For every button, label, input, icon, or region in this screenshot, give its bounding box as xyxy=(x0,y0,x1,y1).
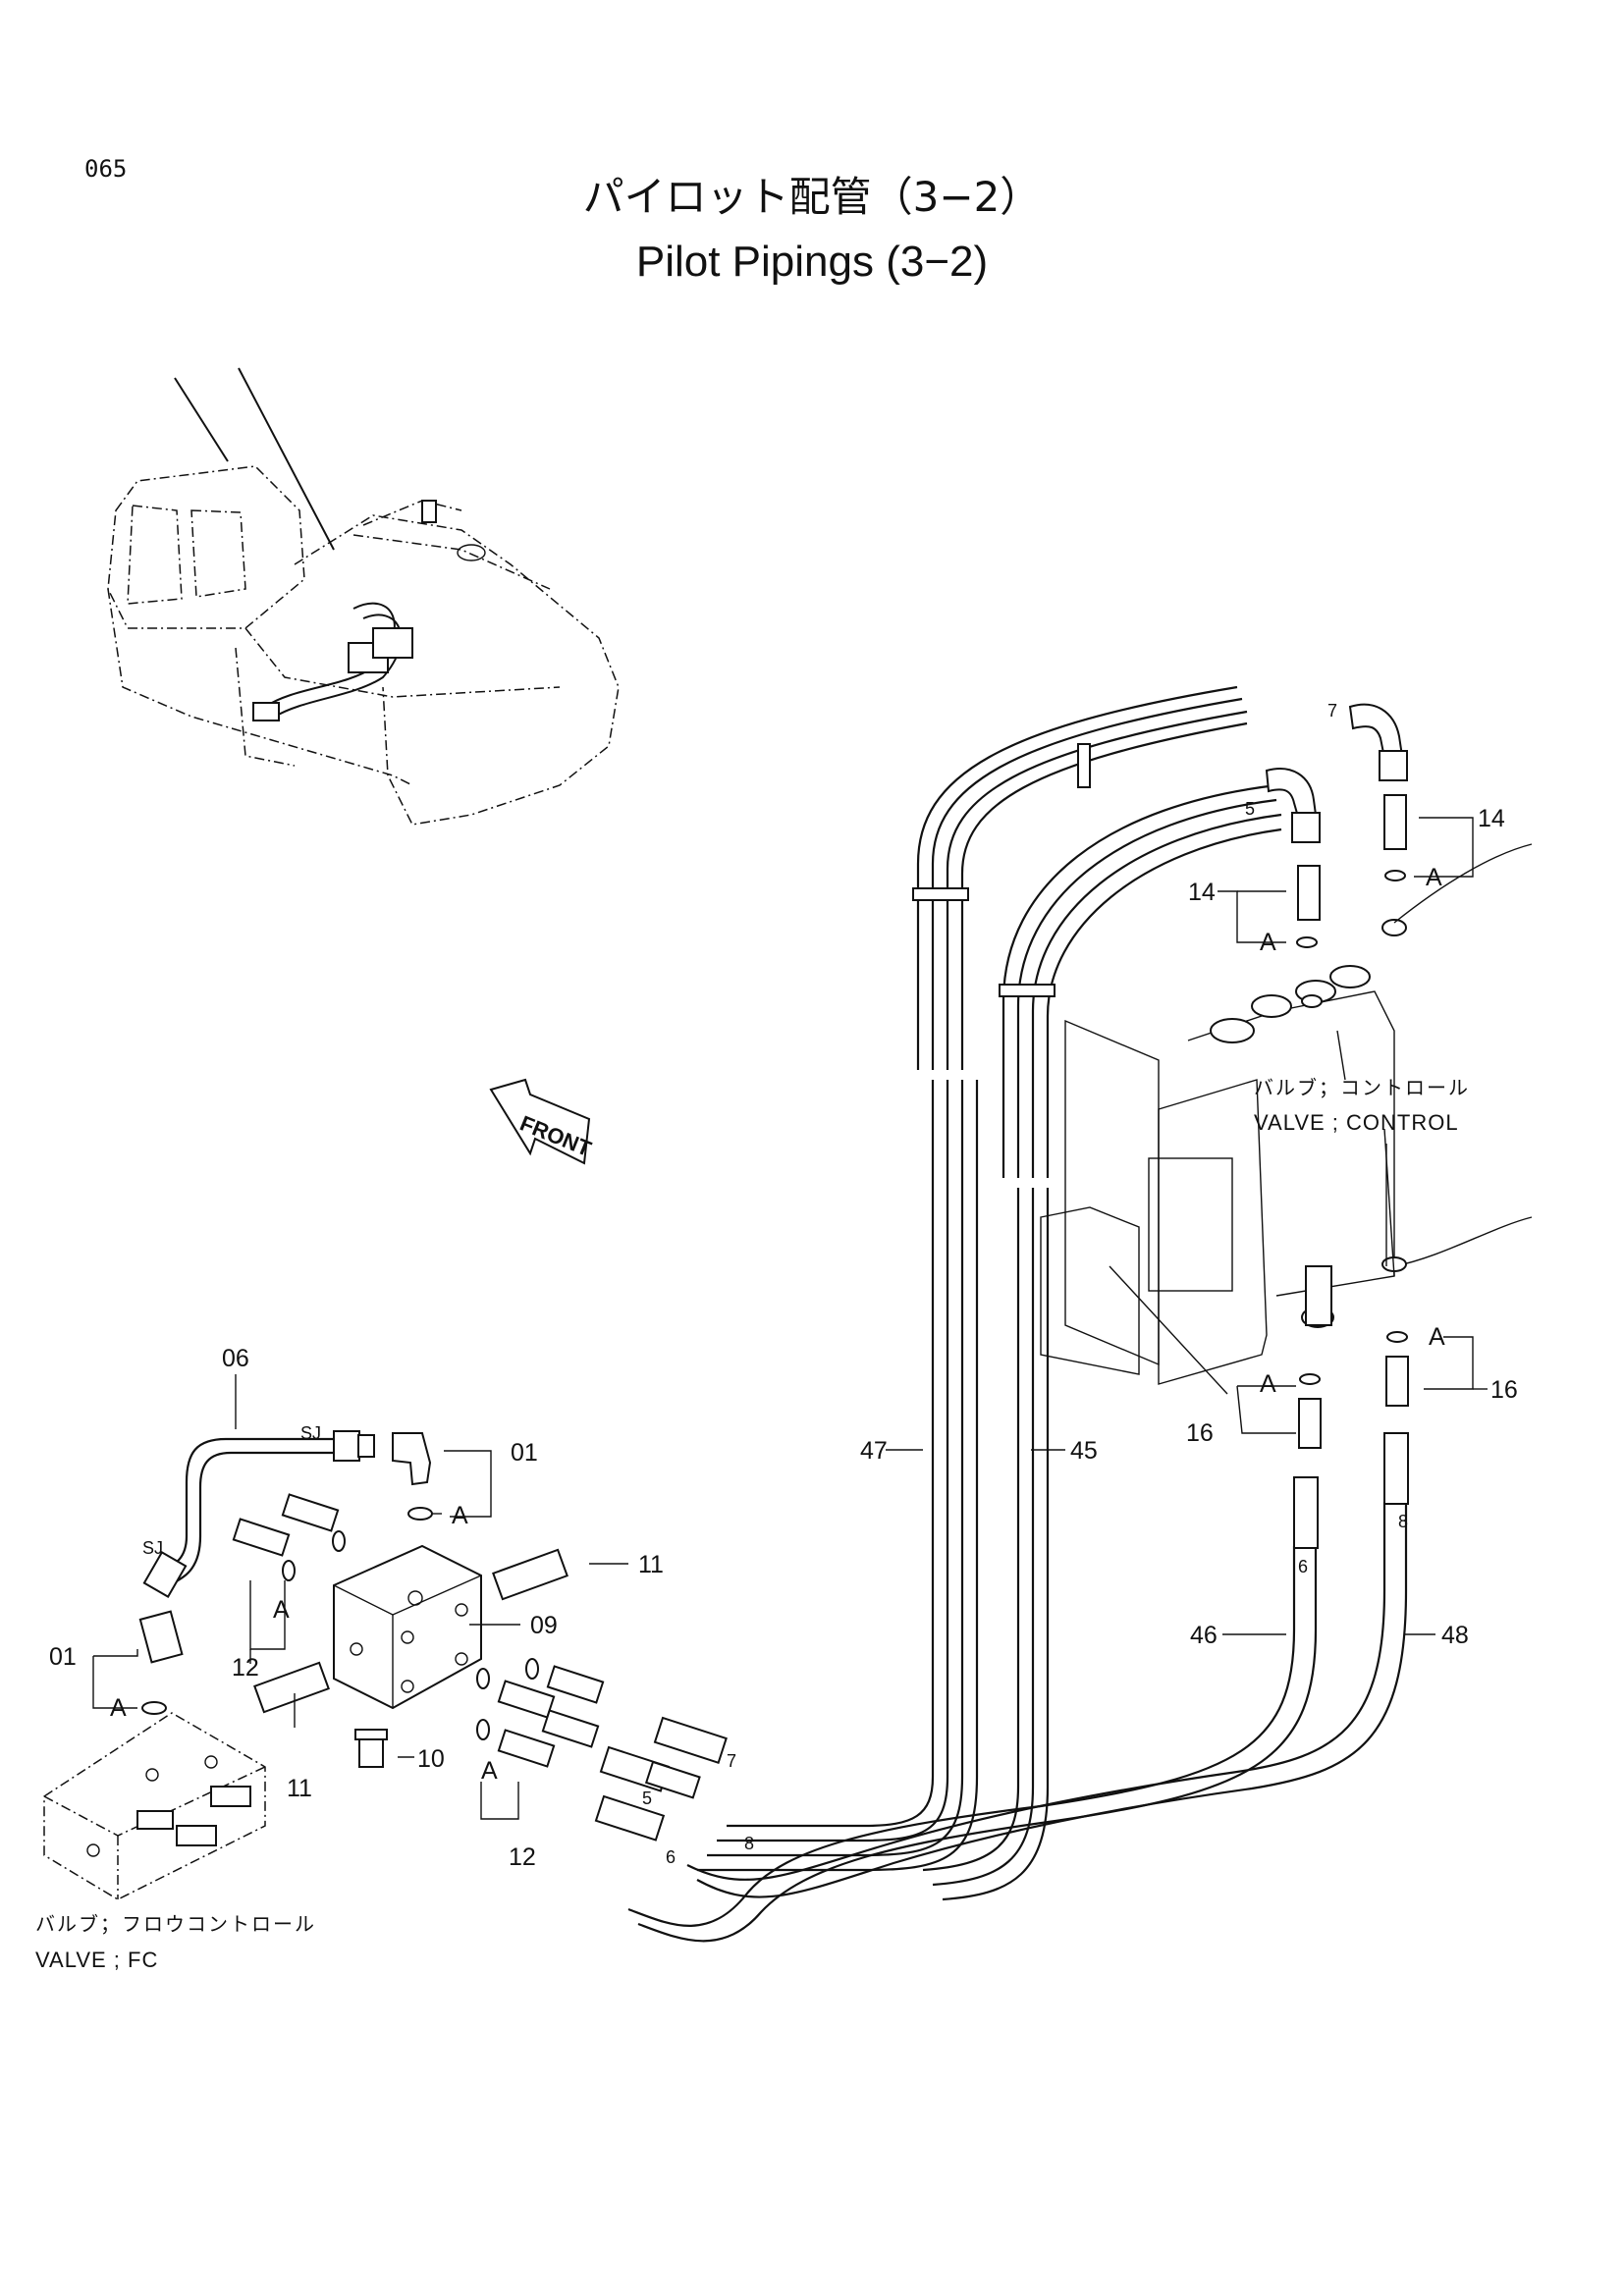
port-mark-7-upper: 7 xyxy=(1327,701,1337,721)
hose-48 xyxy=(686,1502,1408,1898)
page-title-japanese: パイロット配管（3−2） xyxy=(582,173,1042,221)
fitting-elbow-01 xyxy=(138,1432,433,1715)
leader-lines xyxy=(92,817,1488,1820)
port-mark-8-upper: 8 xyxy=(1398,1512,1408,1531)
hose-bundle-45 xyxy=(922,783,1282,1901)
fittings-11-12 xyxy=(232,1493,605,1768)
hose-06 xyxy=(142,1430,375,1598)
fitting-connector-16 xyxy=(1298,1331,1409,1449)
callout-06: 06 xyxy=(222,1345,249,1372)
hose-port-marks: 7 5 6 8 7 5 8 6 xyxy=(642,701,1408,1867)
callout-12-upper: 12 xyxy=(232,1654,259,1682)
control-valve-label-en: VALVE ; CONTROL xyxy=(1254,1110,1459,1135)
oring-a-label-01: A xyxy=(452,1502,468,1529)
callout-01-upper: 01 xyxy=(511,1439,538,1467)
fc-valve-label-en: VALVE ; FC xyxy=(35,1948,159,1972)
control-valve-label-ja: バルブ；コントロール xyxy=(1254,1076,1470,1099)
control-valve-assembly xyxy=(1040,843,1533,1395)
port-mark-8-lower: 8 xyxy=(744,1834,754,1853)
fitting-connector-14 xyxy=(1296,794,1407,948)
callout-sj-upper: SJ xyxy=(300,1423,321,1443)
front-direction-arrow: FRONT xyxy=(489,1078,595,1165)
manifold-block-09 xyxy=(333,1544,482,1710)
oring-a-label-16-left: A xyxy=(1260,1370,1276,1398)
callout-14-right: 14 xyxy=(1478,805,1505,832)
page-title-english: Pilot Pipings (3−2) xyxy=(635,238,989,286)
fitting-elbow-5 xyxy=(1265,768,1321,843)
callout-09: 09 xyxy=(530,1612,558,1639)
callout-16-right: 16 xyxy=(1490,1376,1518,1404)
oring-a-label-16-right: A xyxy=(1429,1323,1445,1351)
callout-11-upper: 11 xyxy=(638,1551,664,1578)
port-mark-7-lower: 7 xyxy=(727,1751,736,1771)
port-mark-5-lower: 5 xyxy=(642,1789,652,1808)
callout-47: 47 xyxy=(860,1437,888,1465)
callout-48: 48 xyxy=(1441,1622,1469,1649)
oring-a-markers: A A A A A A A A xyxy=(110,864,1445,1785)
hose-end-fittings-lower xyxy=(594,1716,728,1842)
oring-a-label-12-lower: A xyxy=(481,1757,498,1785)
callout-11-lower: 11 xyxy=(287,1775,312,1802)
port-mark-5-upper: 5 xyxy=(1245,799,1255,819)
callout-01-lower: 01 xyxy=(49,1643,77,1671)
callout-45: 45 xyxy=(1070,1437,1098,1465)
callout-14-left: 14 xyxy=(1188,879,1216,906)
front-label: FRONT xyxy=(516,1110,595,1161)
callout-sj-lower: SJ xyxy=(142,1538,163,1558)
hose-end-fittings-6-8 xyxy=(1293,1432,1409,1549)
fc-valve-label-ja: バルブ；フロウコントロール xyxy=(35,1912,316,1936)
callout-12-lower: 12 xyxy=(509,1843,536,1871)
callout-16-left: 16 xyxy=(1186,1419,1214,1447)
oring-a-label-12-upper: A xyxy=(273,1596,290,1624)
callout-46: 46 xyxy=(1190,1622,1218,1649)
callout-10: 10 xyxy=(417,1745,445,1773)
port-mark-6-upper: 6 xyxy=(1298,1557,1308,1576)
hose-bundle-47 xyxy=(697,685,1248,1872)
hose-46 xyxy=(627,1546,1318,1943)
oring-a-label-14-right: A xyxy=(1426,864,1442,891)
fitting-elbow-7 xyxy=(1348,703,1408,781)
callout-numbers: 06 01 01 11 11 09 10 12 12 47 45 46 48 1… xyxy=(49,805,1518,1871)
page-number: 065 xyxy=(84,155,128,183)
fc-valve-block xyxy=(43,1712,266,1900)
oring-a-label-14-left: A xyxy=(1260,929,1276,956)
excavator-overview-illustration xyxy=(107,367,620,826)
oring-a-label-fc: A xyxy=(110,1694,127,1722)
port-mark-6-lower: 6 xyxy=(666,1847,676,1867)
